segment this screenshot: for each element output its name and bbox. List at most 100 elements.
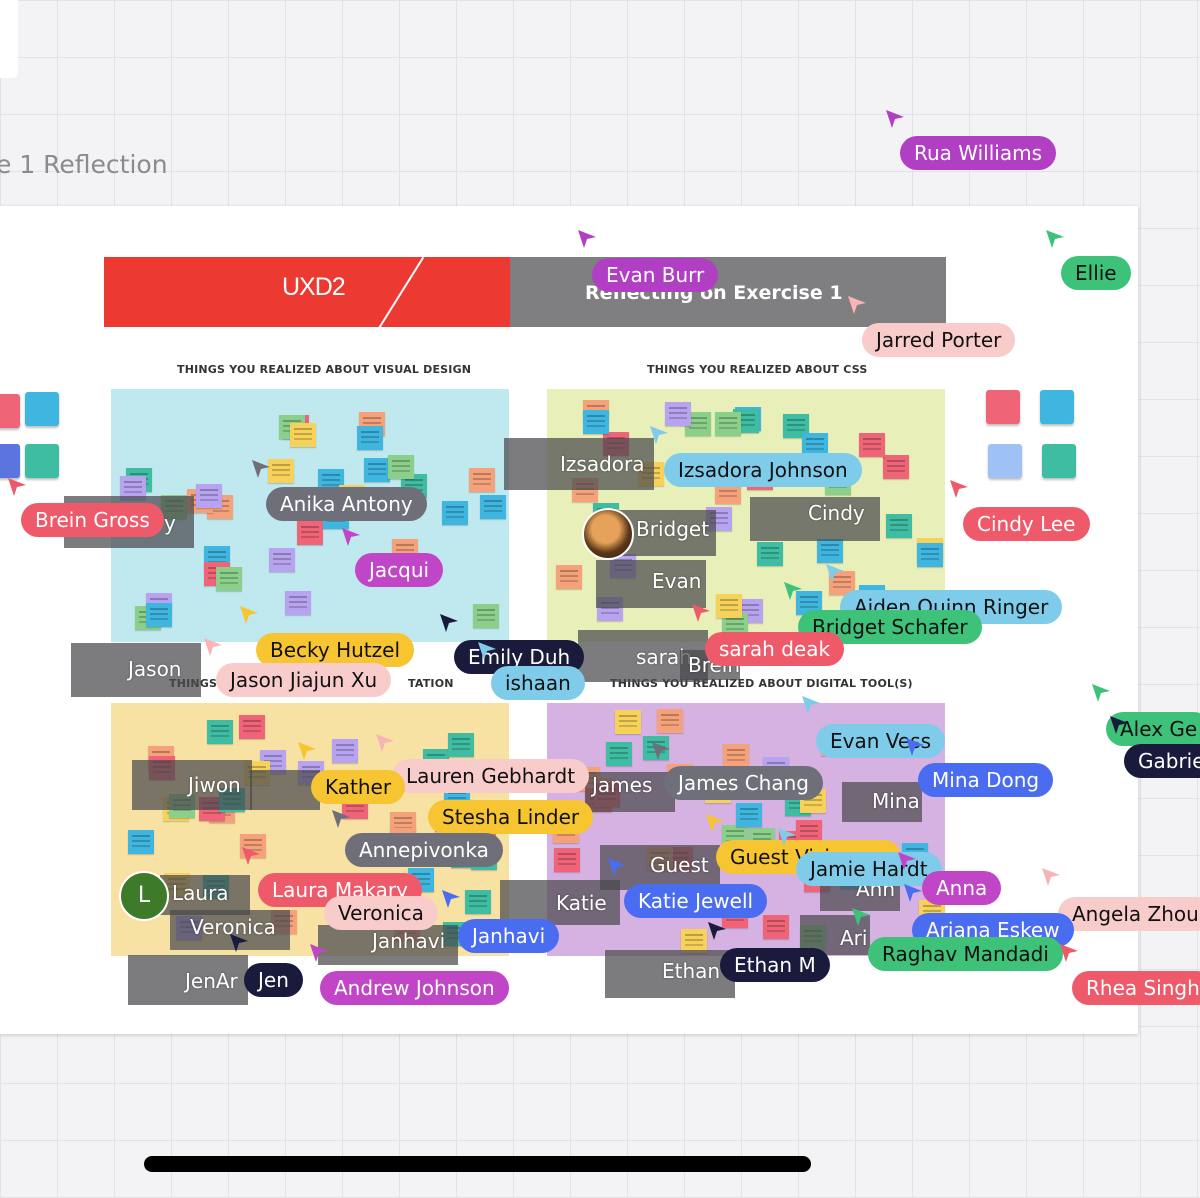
viewport-label: Laura xyxy=(172,881,229,905)
collaborator-pointer-icon xyxy=(342,528,360,546)
collaborator-cursor-label: Jarred Porter xyxy=(862,323,1016,357)
collaborator-cursor-label: Katie Jewell xyxy=(624,884,768,918)
collaborator-viewport xyxy=(504,438,654,490)
collaborator-viewport xyxy=(842,782,922,822)
collaborator-cursor-label: Stesha Linder xyxy=(428,800,594,834)
collaborator-cursor-label: Ethan M xyxy=(720,948,830,982)
collaborator-pointer-icon xyxy=(950,480,968,498)
sticky-note[interactable] xyxy=(473,604,499,628)
viewport-label: JenAr xyxy=(185,969,238,993)
collaborator-cursor-label: ishaan xyxy=(491,666,585,700)
sticky-template-tile[interactable] xyxy=(988,444,1022,478)
collaborator-viewport xyxy=(500,880,620,925)
collaborator-cursor-label: Jason Jiajun Xu xyxy=(216,663,392,697)
collaborator-cursor-label: Lauren Gebhardt xyxy=(392,759,590,793)
sticky-note[interactable] xyxy=(657,709,683,733)
viewport-label: James xyxy=(592,773,653,797)
toolbar-card[interactable] xyxy=(0,0,18,78)
sticky-note[interactable] xyxy=(859,433,885,457)
sticky-note[interactable] xyxy=(269,548,295,572)
sticky-note[interactable] xyxy=(723,744,749,768)
sticky-note[interactable] xyxy=(757,542,783,566)
sticky-note[interactable] xyxy=(285,591,311,615)
collaborator-cursor-label: Gabrie xyxy=(1124,744,1200,778)
collaborator-cursor-label: Raghav Mandadi xyxy=(868,937,1063,971)
sticky-note[interactable] xyxy=(448,733,474,757)
sticky-note[interactable] xyxy=(388,455,414,479)
sticky-note[interactable] xyxy=(716,594,742,618)
sticky-template-tile[interactable] xyxy=(25,444,59,478)
collaborator-viewport xyxy=(600,845,720,890)
sticky-note[interactable] xyxy=(196,484,222,508)
sticky-template-tile[interactable] xyxy=(1040,390,1074,424)
sticky-note[interactable] xyxy=(469,468,495,492)
frame-title[interactable]: e 1 Reflection xyxy=(0,150,168,179)
sticky-note[interactable] xyxy=(216,567,242,591)
sticky-note[interactable] xyxy=(606,742,632,766)
sticky-note[interactable] xyxy=(554,848,580,872)
collaborator-pointer-icon xyxy=(204,638,222,656)
sticky-note[interactable] xyxy=(556,565,582,589)
collaborator-cursor-label: Mina Dong xyxy=(918,763,1054,797)
collaborator-cursor-label: James Chang xyxy=(664,766,823,800)
collaborator-cursor-label: Jamie Hardt xyxy=(796,852,942,886)
collaborator-cursor-label: Cindy Lee xyxy=(963,507,1090,541)
sticky-note[interactable] xyxy=(480,495,506,519)
sticky-note[interactable] xyxy=(817,539,843,563)
sticky-note[interactable] xyxy=(917,543,943,567)
collaborator-pointer-icon xyxy=(898,852,916,870)
sticky-note[interactable] xyxy=(357,426,383,450)
sticky-note[interactable] xyxy=(268,459,294,483)
collaborator-cursor-label: Ellie xyxy=(1061,256,1131,290)
sticky-note[interactable] xyxy=(583,410,609,434)
sticky-note[interactable] xyxy=(128,830,154,854)
sticky-note[interactable] xyxy=(146,603,172,627)
collaborator-pointer-icon xyxy=(650,426,668,444)
sticky-note[interactable] xyxy=(290,423,316,447)
collaborator-cursor-label: Anna xyxy=(922,871,1002,905)
sticky-note[interactable] xyxy=(465,890,491,914)
viewport-label: Cindy xyxy=(808,501,865,525)
collaborator-pointer-icon xyxy=(1042,868,1060,886)
sticky-template-tile[interactable] xyxy=(0,394,20,428)
sticky-template-tile[interactable] xyxy=(1042,444,1076,478)
collaborator-pointer-icon xyxy=(252,460,270,478)
sticky-note[interactable] xyxy=(883,455,909,479)
collaborator-pointer-icon xyxy=(1046,230,1064,248)
collaborator-cursor-label: Andrew Johnson xyxy=(320,971,509,1005)
collaborator-cursor-label: Jacqui xyxy=(355,553,444,587)
collaborator-pointer-icon xyxy=(886,110,904,128)
collaborator-cursor-label: Alex Ge xyxy=(1106,712,1200,746)
collaborator-pointer-icon xyxy=(852,908,870,926)
sticky-note[interactable] xyxy=(763,915,789,939)
sticky-note[interactable] xyxy=(332,739,358,763)
sticky-note[interactable] xyxy=(783,414,809,438)
home-indicator[interactable] xyxy=(144,1156,811,1172)
sticky-note[interactable] xyxy=(665,402,691,426)
sticky-note[interactable] xyxy=(615,710,641,734)
sticky-note[interactable] xyxy=(297,521,323,545)
sticky-note[interactable] xyxy=(715,412,741,436)
collaborator-pointer-icon xyxy=(906,738,924,756)
sticky-template-tile[interactable] xyxy=(25,392,59,426)
section-label-visual-design: THINGS YOU REALIZED ABOUT VISUAL DESIGN xyxy=(177,363,472,376)
collaborator-cursor-label: Rua Williams xyxy=(900,136,1057,170)
collaborator-pointer-icon xyxy=(230,934,248,952)
sticky-template-tile[interactable] xyxy=(986,390,1020,424)
collaborator-pointer-icon xyxy=(904,884,922,902)
collaborator-pointer-icon xyxy=(332,810,350,828)
sticky-note[interactable] xyxy=(207,720,233,744)
sticky-note[interactable] xyxy=(736,803,762,827)
viewport-label: Veronica xyxy=(190,915,276,939)
sticky-note[interactable] xyxy=(442,501,468,525)
collaborator-cursor-label: Annepivonka xyxy=(345,833,503,867)
sticky-template-tile[interactable] xyxy=(0,444,20,478)
banner-logo-block: UXD2 xyxy=(104,257,510,327)
sticky-note[interactable] xyxy=(681,929,707,953)
collaborator-pointer-icon xyxy=(240,606,258,624)
sticky-note[interactable] xyxy=(364,458,390,482)
sticky-note[interactable] xyxy=(239,715,265,739)
collaborator-cursor-label: Angela Zhou xyxy=(1058,897,1200,931)
collaborator-viewport xyxy=(71,643,201,697)
sticky-note[interactable] xyxy=(886,514,912,538)
